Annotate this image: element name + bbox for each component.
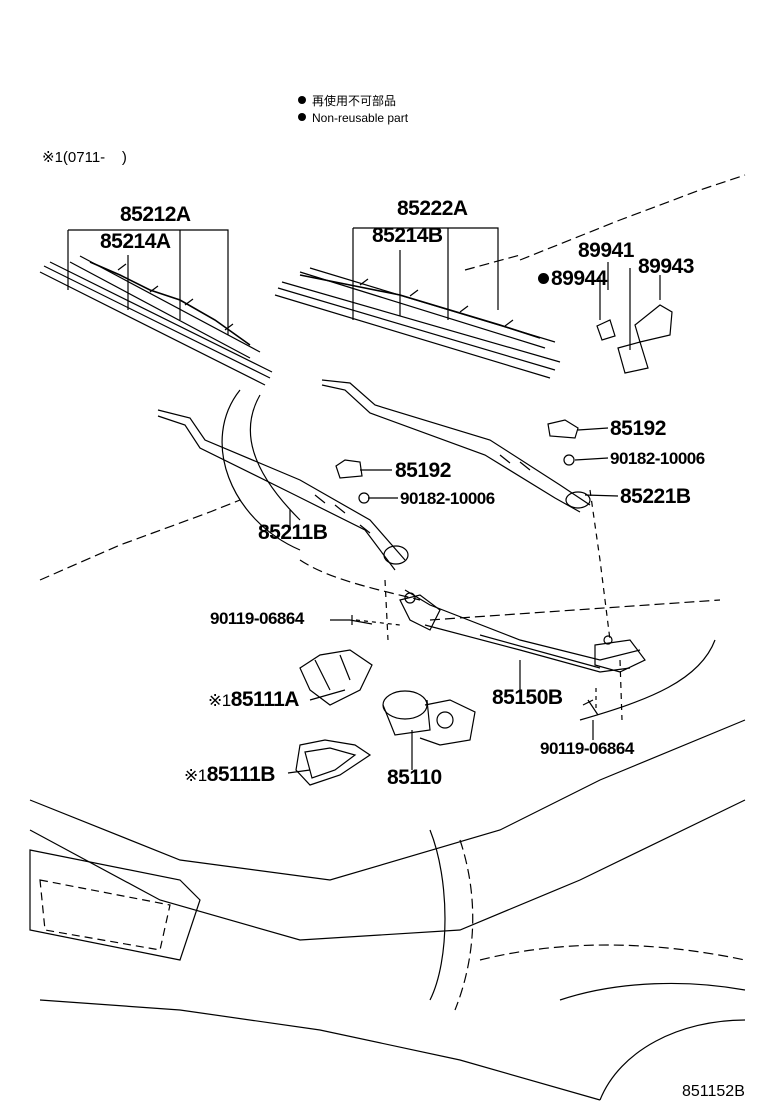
diagram-ref-code: 851152B (682, 1083, 745, 1100)
wiper-arm-right (321, 379, 591, 513)
nut-right (563, 454, 575, 466)
label-85221B: 85221B (620, 485, 691, 508)
label-89944: 89944 (538, 268, 607, 289)
non-reusable-icon (538, 273, 549, 284)
label-90182-right: 90182-10006 (610, 449, 705, 468)
wiper-blade-left (39, 255, 273, 386)
bolt-left (349, 615, 373, 625)
bullet-icon (298, 113, 306, 121)
wiper-link-assembly (399, 589, 646, 673)
wiper-arm-left (157, 409, 409, 571)
label-85211B: 85211B (258, 521, 328, 544)
label-85111B: ※185111B (184, 763, 275, 786)
label-85192-left: 85192 (395, 459, 451, 482)
label-89941: 89941 (578, 239, 634, 262)
bolt-right (582, 699, 599, 716)
hood-outline (29, 719, 746, 881)
label-85150B: 85150B (492, 686, 563, 709)
label-89943: 89943 (638, 255, 694, 278)
wiper-blade-right (274, 267, 561, 379)
legend-jp: 再使用不可部品 (298, 95, 396, 107)
label-85212A: 85212A (120, 203, 191, 226)
applicability-note: ※1(0711- ) (42, 149, 127, 166)
mark-note-1: ※1 (208, 691, 231, 710)
grommet-89941 (617, 341, 649, 374)
label-90119-right: 90119-06864 (540, 739, 634, 758)
wiper-motor-85110 (382, 690, 476, 746)
label-85214B: 85214B (372, 224, 443, 247)
label-90119-left: 90119-06864 (210, 609, 304, 628)
label-90182-left: 90182-10006 (400, 489, 495, 508)
label-85214A: 85214A (100, 230, 171, 253)
nut-left (358, 492, 370, 504)
motor-cover-85111B (295, 739, 372, 786)
grommet-89943 (634, 304, 673, 343)
label-85110: 85110 (387, 766, 442, 789)
cap-85192-right (547, 419, 579, 439)
label-85111A: ※185111A (208, 688, 299, 711)
mark-note-2: ※1 (184, 766, 207, 785)
pad-89944 (596, 319, 616, 341)
windshield-outline (39, 499, 241, 581)
label-85222A: 85222A (397, 197, 468, 220)
motor-cover-85111A (299, 649, 373, 706)
legend-en: Non-reusable part (298, 112, 408, 124)
bullet-icon (298, 96, 306, 104)
label-85192-right: 85192 (610, 417, 666, 440)
cap-85192-left (335, 459, 363, 479)
